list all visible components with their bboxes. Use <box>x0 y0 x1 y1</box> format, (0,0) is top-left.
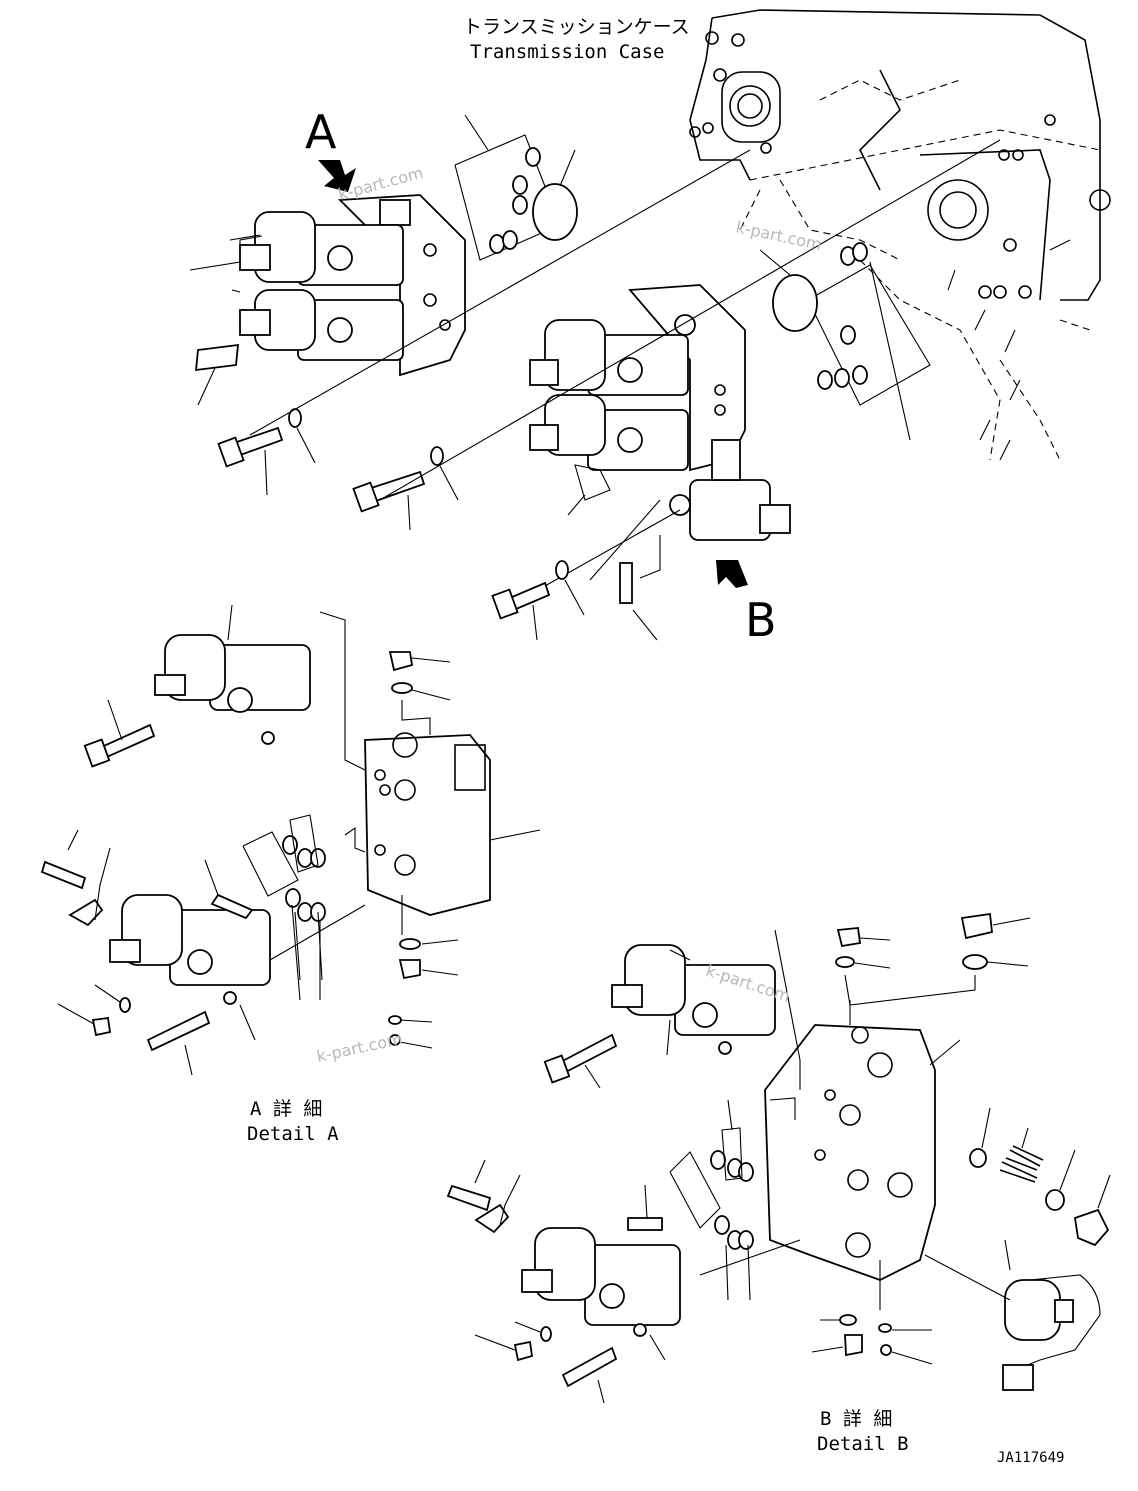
arrow-up-left-icon <box>716 560 748 588</box>
detail-a-plugs <box>388 651 459 1049</box>
watermark-4: k-part.com <box>315 1029 404 1066</box>
assembly-lines <box>249 139 1001 601</box>
watermark-2: k-part.com <box>734 217 823 254</box>
view-label-b: B <box>745 593 777 647</box>
detail-b-body <box>764 1024 961 1281</box>
washer-b-2 <box>555 560 585 616</box>
detail-b-orings <box>669 1099 754 1301</box>
detail-b-caption-jp: B 詳 細 <box>820 1408 892 1430</box>
case-label-jp: トランスミッションケース <box>463 16 690 38</box>
detail-a-solenoid-lower <box>40 829 271 1076</box>
detail-b-solenoid-lower <box>446 1159 681 1404</box>
case-label-en: Transmission Case <box>470 41 664 63</box>
transmission-case-outline <box>689 9 1111 461</box>
bolt-a-1 <box>217 426 284 496</box>
detail-a-solenoid-upper <box>83 604 311 768</box>
valve-b-assembly <box>529 284 791 541</box>
detail-lines <box>269 611 881 1310</box>
detail-b-plugs <box>811 912 1031 1365</box>
detail-b-caption-en: Detail B <box>817 1433 909 1455</box>
detail-a-caption-jp: A 詳 細 <box>250 1098 322 1120</box>
label-plate-b <box>619 535 661 641</box>
washer-b-1 <box>430 446 459 501</box>
bolt-b-2 <box>491 581 551 641</box>
detail-b-solenoid-upper <box>543 944 776 1089</box>
detail-b-solenoid-coil <box>924 1239 1101 1391</box>
detail-a-orings <box>242 814 326 1001</box>
gasket-b <box>759 242 931 441</box>
case-label: トランスミッションケース Transmission Case <box>463 16 690 63</box>
detail-b-caption: B 詳 細 Detail B <box>817 1408 909 1455</box>
bolt-b-1 <box>352 470 426 531</box>
detail-a-body <box>364 732 541 916</box>
gasket-a <box>454 114 578 261</box>
washer-a-1 <box>288 408 316 464</box>
view-label-a: A <box>305 105 337 159</box>
detail-a-caption-en: Detail A <box>247 1123 339 1145</box>
detail-a-caption: A 詳 細 Detail A <box>247 1098 339 1145</box>
label-plate-a <box>194 343 240 406</box>
detail-b-spring-parts <box>969 1107 1111 1247</box>
drawing-number: JA117649 <box>997 1450 1064 1466</box>
arrow-down-right-icon <box>318 160 356 192</box>
